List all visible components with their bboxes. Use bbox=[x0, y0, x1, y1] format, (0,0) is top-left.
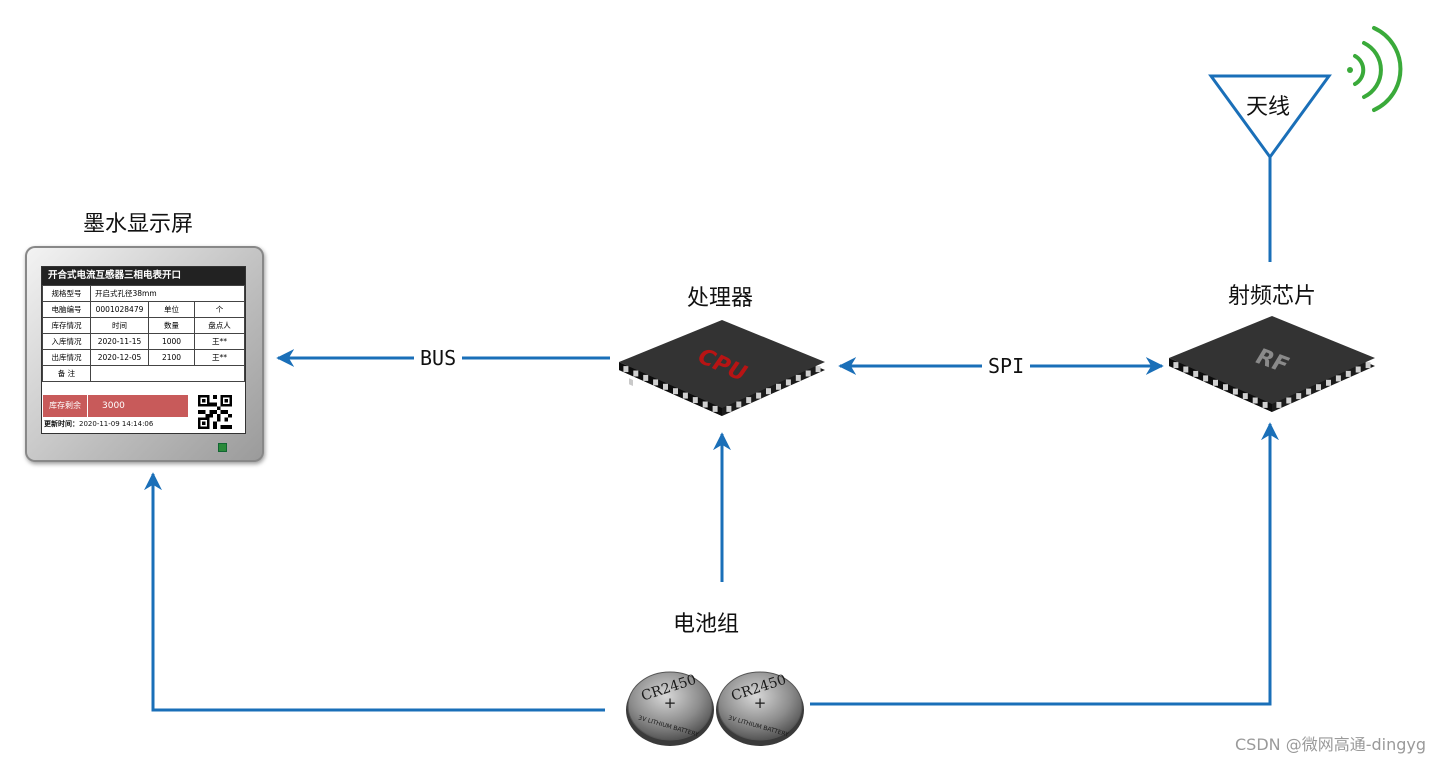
chip-pin bbox=[1286, 397, 1292, 404]
chip-pin bbox=[1365, 362, 1371, 369]
table-cell: 规格型号 bbox=[42, 285, 91, 302]
battery-plus-icon: + bbox=[754, 694, 767, 712]
chip-pin bbox=[1183, 366, 1189, 373]
chip-pin bbox=[726, 405, 732, 412]
battery-label: 电池组 bbox=[673, 612, 740, 637]
table-cell: 开启式孔径38mm bbox=[90, 285, 245, 302]
chip-pin bbox=[1193, 370, 1199, 377]
display-label: 墨水显示屏 bbox=[83, 212, 194, 237]
chip-pin bbox=[746, 397, 752, 404]
chip-pin bbox=[805, 370, 811, 377]
table-row: 规格型号 开启式孔径38mm bbox=[42, 285, 245, 302]
battery-cell-1: CR2450 + 3V LITHIUM BATTERY bbox=[626, 671, 714, 746]
chip-pin bbox=[623, 366, 629, 373]
chip-pin bbox=[692, 397, 698, 404]
chip-pin bbox=[776, 383, 781, 390]
chip-pin bbox=[1316, 384, 1321, 391]
chip-pin bbox=[1335, 375, 1341, 382]
stock-remain-value: 3000 bbox=[102, 401, 125, 411]
chip-pin bbox=[1252, 397, 1258, 404]
antenna-triangle bbox=[1208, 74, 1332, 160]
table-row: 入库情况 2020-11-15 1000 王** bbox=[42, 333, 245, 350]
chip-pin bbox=[702, 401, 708, 408]
table-cell: 0001028479 bbox=[90, 301, 149, 318]
cpu-chip: CPU bbox=[619, 320, 825, 416]
chip-pin bbox=[682, 392, 688, 399]
chip-pin bbox=[653, 379, 659, 386]
table-cell: 数量 bbox=[148, 317, 195, 334]
table-cell: 1000 bbox=[148, 333, 195, 350]
cpu-label: 处理器 bbox=[687, 286, 754, 311]
table-cell: 备 注 bbox=[42, 365, 91, 382]
chip-pin bbox=[643, 374, 649, 381]
chip-pin bbox=[663, 383, 668, 390]
status-led bbox=[218, 443, 227, 452]
chip-pin bbox=[815, 366, 821, 373]
table-cell: 时间 bbox=[90, 317, 149, 334]
table-cell: 库存情况 bbox=[42, 317, 91, 334]
table-cell bbox=[90, 365, 245, 382]
wireless-signal-icon bbox=[1347, 26, 1403, 112]
table-cell: 2020-11-15 bbox=[90, 333, 149, 350]
chip-pin bbox=[1203, 375, 1209, 382]
chip-pin bbox=[1306, 388, 1312, 395]
chip-pin bbox=[712, 405, 718, 412]
battery-to-display-wire bbox=[144, 472, 605, 712]
table-row: 出库情况 2020-12-05 2100 王** bbox=[42, 349, 245, 366]
battery-plus-icon: + bbox=[664, 694, 677, 712]
chip-pin bbox=[633, 370, 639, 377]
bus-label: BUS bbox=[414, 346, 463, 370]
eink-display-device: 开合式电流互感器三相电表开口 规格型号 开启式孔径38mm 电脑编号 00010… bbox=[25, 246, 264, 462]
table-cell: 个 bbox=[194, 301, 245, 318]
table-cell: 2020-12-05 bbox=[90, 349, 149, 366]
chip-pin bbox=[1232, 388, 1238, 395]
chip-pin bbox=[1276, 401, 1282, 408]
table-cell: 出库情况 bbox=[42, 349, 91, 366]
rf-chip: RF bbox=[1169, 316, 1375, 412]
rf-label: 射频芯片 bbox=[1228, 284, 1317, 309]
spi-label: SPI bbox=[982, 354, 1031, 378]
battery-to-rf-wire bbox=[810, 422, 1279, 706]
update-time-line: 更新时间：2020-11-09 14:14:06 bbox=[44, 419, 153, 429]
chip-pin bbox=[1296, 393, 1302, 400]
chip-pin bbox=[736, 401, 742, 408]
table-row: 电脑编号 0001028479 单位 个 bbox=[42, 301, 245, 318]
update-time-value: 2020-11-09 14:14:06 bbox=[79, 420, 154, 428]
stock-remain-bar: 库存剩余 3000 bbox=[43, 395, 188, 417]
stock-remain-label: 库存剩余 bbox=[43, 395, 88, 417]
antenna-label: 天线 bbox=[1246, 95, 1291, 120]
screen-table: 规格型号 开启式孔径38mm 电脑编号 0001028479 单位 个 库存情况… bbox=[42, 285, 245, 382]
chip-pin bbox=[1345, 370, 1351, 377]
chip-pin bbox=[1355, 366, 1361, 373]
table-row: 备 注 bbox=[42, 365, 245, 382]
chip-pin bbox=[1213, 379, 1218, 386]
chip-pin bbox=[1262, 401, 1268, 408]
chip-pin bbox=[766, 388, 771, 395]
table-cell: 盘点人 bbox=[194, 317, 245, 334]
qr-code-icon bbox=[198, 395, 232, 429]
watermark: CSDN @微网高通-dingyg bbox=[1234, 735, 1426, 754]
battery-pack: CR2450 + 3V LITHIUM BATTERY CR2450 + 3V … bbox=[626, 671, 804, 746]
eink-screen: 开合式电流互感器三相电表开口 规格型号 开启式孔径38mm 电脑编号 00010… bbox=[41, 266, 246, 434]
update-time-label: 更新时间： bbox=[44, 420, 79, 428]
chip-pin bbox=[1242, 393, 1248, 400]
table-row: 库存情况 时间 数量 盘点人 bbox=[42, 317, 245, 334]
screen-title: 开合式电流互感器三相电表开口 bbox=[42, 267, 245, 285]
chip-pin bbox=[756, 392, 762, 399]
chip-pin bbox=[673, 388, 678, 395]
table-cell: 单位 bbox=[148, 301, 195, 318]
chip-pin bbox=[1223, 384, 1228, 391]
table-cell: 2100 bbox=[148, 349, 195, 366]
chip-pin bbox=[1326, 379, 1331, 386]
table-cell: 入库情况 bbox=[42, 333, 91, 350]
chip-pin bbox=[785, 379, 791, 386]
table-cell: 王** bbox=[194, 333, 245, 350]
chip-pin bbox=[1173, 362, 1179, 369]
table-cell: 电脑编号 bbox=[42, 301, 91, 318]
chip-pin bbox=[795, 374, 801, 381]
table-cell: 王** bbox=[194, 349, 245, 366]
battery-cell-2: CR2450 + 3V LITHIUM BATTERY bbox=[716, 671, 804, 746]
